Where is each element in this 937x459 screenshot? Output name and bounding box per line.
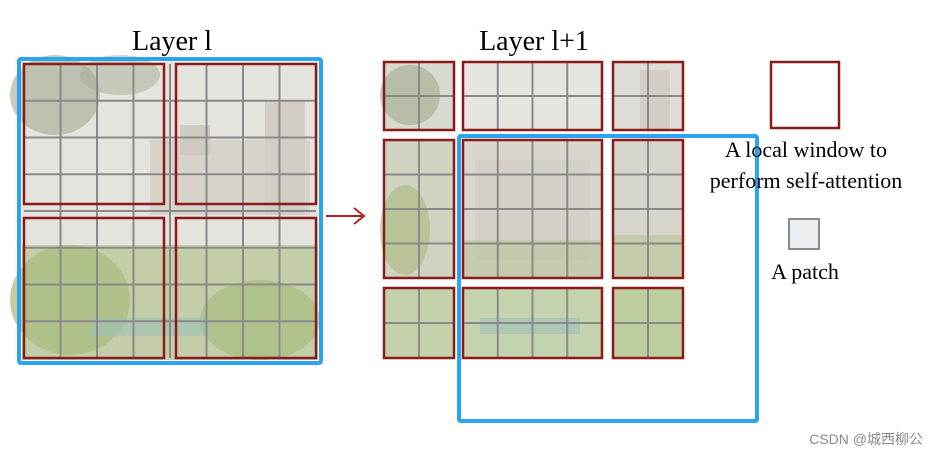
window-right-r2c2 — [461, 138, 604, 280]
right-patch-grid — [384, 62, 683, 358]
window-right-r3c3 — [611, 286, 685, 360]
window-left-bottom-left — [22, 216, 166, 360]
window-left-top-right — [174, 62, 318, 206]
right-windows — [382, 60, 685, 360]
right-blue-box — [457, 134, 759, 423]
legend-window-label-line2: perform self-attention — [710, 168, 902, 193]
layer-left-title: Layer l — [132, 26, 212, 57]
layer-right-title: Layer l+1 — [479, 26, 589, 57]
window-right-r2c1 — [382, 138, 456, 280]
window-left-bottom-right — [174, 216, 318, 360]
legend: A local window to perform self-attention… — [710, 60, 902, 284]
transition-arrow — [326, 207, 366, 225]
window-right-r1c1 — [382, 60, 456, 132]
window-right-r1c3 — [611, 60, 685, 132]
legend-patch-label: A patch — [771, 259, 839, 284]
left-patch-grid — [24, 64, 316, 358]
window-right-r3c2 — [461, 286, 604, 360]
legend-patch-swatch — [788, 218, 820, 250]
left-blue-box — [17, 57, 323, 365]
window-left-top-left — [22, 62, 166, 206]
watermark: CSDN @城西柳公 — [809, 431, 923, 447]
legend-window-label-line1: A local window to — [725, 137, 887, 162]
window-right-r2c3 — [611, 138, 685, 280]
left-windows — [22, 62, 318, 360]
window-right-r1c2 — [461, 60, 604, 132]
window-right-r3c1 — [382, 286, 456, 360]
legend-window-swatch — [769, 60, 841, 130]
